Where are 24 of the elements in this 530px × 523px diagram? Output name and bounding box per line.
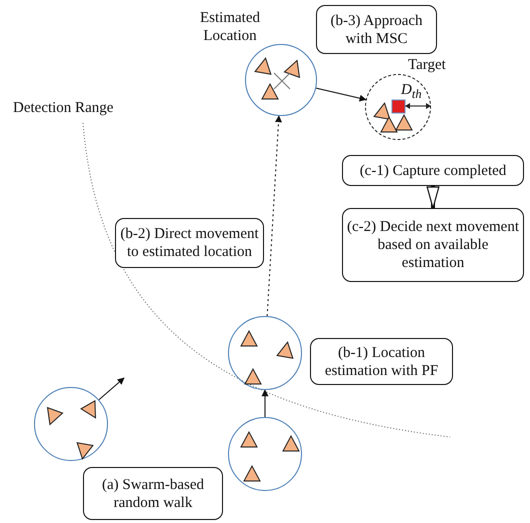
step-text: (b-2) Direct movement to estimated location xyxy=(119,225,260,261)
step-box xyxy=(115,218,264,268)
step-text: (b-1) Location estimation with PF xyxy=(324,344,440,380)
node-caption: Target xyxy=(408,56,446,74)
step-box xyxy=(316,5,437,54)
step-text: (c-2) Decide next movement based on available estimation xyxy=(346,218,520,272)
region-label: Detection Range xyxy=(13,100,114,117)
step-text: (b-3) Approach with MSC xyxy=(329,12,424,48)
step-box xyxy=(342,208,524,282)
arrow xyxy=(266,115,282,317)
distance-threshold-label: D$_{th}$ xyxy=(401,82,422,102)
step-box xyxy=(310,338,453,385)
step-box xyxy=(83,467,223,520)
node-caption: Estimated Location xyxy=(199,9,261,45)
swarm-circle xyxy=(228,316,302,390)
swarm-circle xyxy=(34,387,108,461)
step-text: (a) Swarm-based random walk xyxy=(100,476,206,512)
step-text: (c-1) Capture completed xyxy=(360,162,506,180)
arrow xyxy=(316,88,367,102)
swarm-circle xyxy=(228,417,302,491)
arrow xyxy=(98,378,125,400)
step-box xyxy=(342,155,524,186)
arrow xyxy=(426,186,440,209)
arrow xyxy=(262,389,268,418)
